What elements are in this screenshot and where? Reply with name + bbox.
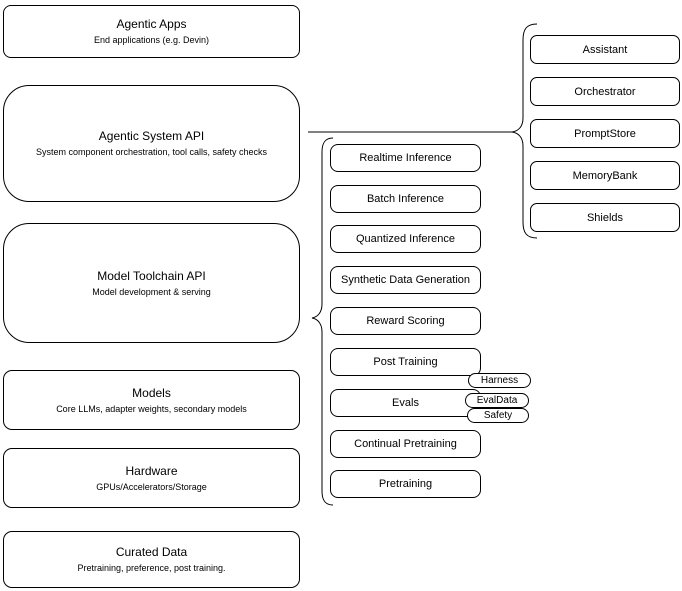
toolchain-item-quantized-inference: Quantized Inference — [330, 225, 481, 253]
box-models: Models Core LLMs, adapter weights, secon… — [3, 370, 300, 430]
system-component-orchestrator: Orchestrator — [530, 77, 680, 106]
box-title: Hardware — [125, 463, 178, 478]
toolchain-item-reward-scoring: Reward Scoring — [330, 307, 481, 335]
box-subtitle: System component orchestration, tool cal… — [35, 147, 268, 157]
box-title: Model Toolchain API — [97, 268, 206, 283]
toolchain-item-batch-inference: Batch Inference — [330, 185, 481, 213]
system-component-promptstore: PromptStore — [530, 119, 680, 148]
box-subtitle: Model development & serving — [92, 286, 211, 297]
evals-tag-evaldata: EvalData — [465, 393, 529, 408]
box-subtitle: GPUs/Accelerators/Storage — [96, 481, 207, 492]
box-title: Curated Data — [115, 545, 188, 559]
box-agentic-apps: Agentic Apps End applications (e.g. Devi… — [3, 5, 300, 58]
box-subtitle: Pretraining, preference, post training. — [77, 563, 226, 573]
box-title: Agentic Apps — [116, 17, 187, 31]
evals-tag-safety: Safety — [467, 408, 529, 423]
evals-tag-harness: Harness — [468, 373, 531, 388]
box-hardware: Hardware GPUs/Accelerators/Storage — [3, 448, 300, 508]
box-title: Agentic System API — [98, 129, 205, 143]
box-title: Models — [132, 385, 171, 400]
toolchain-item-realtime-inference: Realtime Inference — [330, 144, 481, 172]
system-component-shields: Shields — [530, 203, 680, 232]
system-component-memorybank: MemoryBank — [530, 161, 680, 190]
toolchain-item-evals: Evals — [330, 389, 481, 417]
box-agentic-system-api: Agentic System API System component orch… — [3, 85, 300, 202]
box-curated-data: Curated Data Pretraining, preference, po… — [3, 531, 300, 588]
system-component-assistant: Assistant — [530, 35, 680, 64]
toolchain-item-pretraining: Pretraining — [330, 470, 481, 498]
box-subtitle: Core LLMs, adapter weights, secondary mo… — [56, 403, 247, 414]
toolchain-item-post-training: Post Training — [330, 348, 481, 376]
box-subtitle: End applications (e.g. Devin) — [93, 35, 210, 45]
toolchain-item-continual-pretraining: Continual Pretraining — [330, 430, 481, 458]
toolchain-item-synthetic-data-generation: Synthetic Data Generation — [330, 266, 481, 294]
box-model-toolchain-api: Model Toolchain API Model development & … — [3, 223, 300, 343]
